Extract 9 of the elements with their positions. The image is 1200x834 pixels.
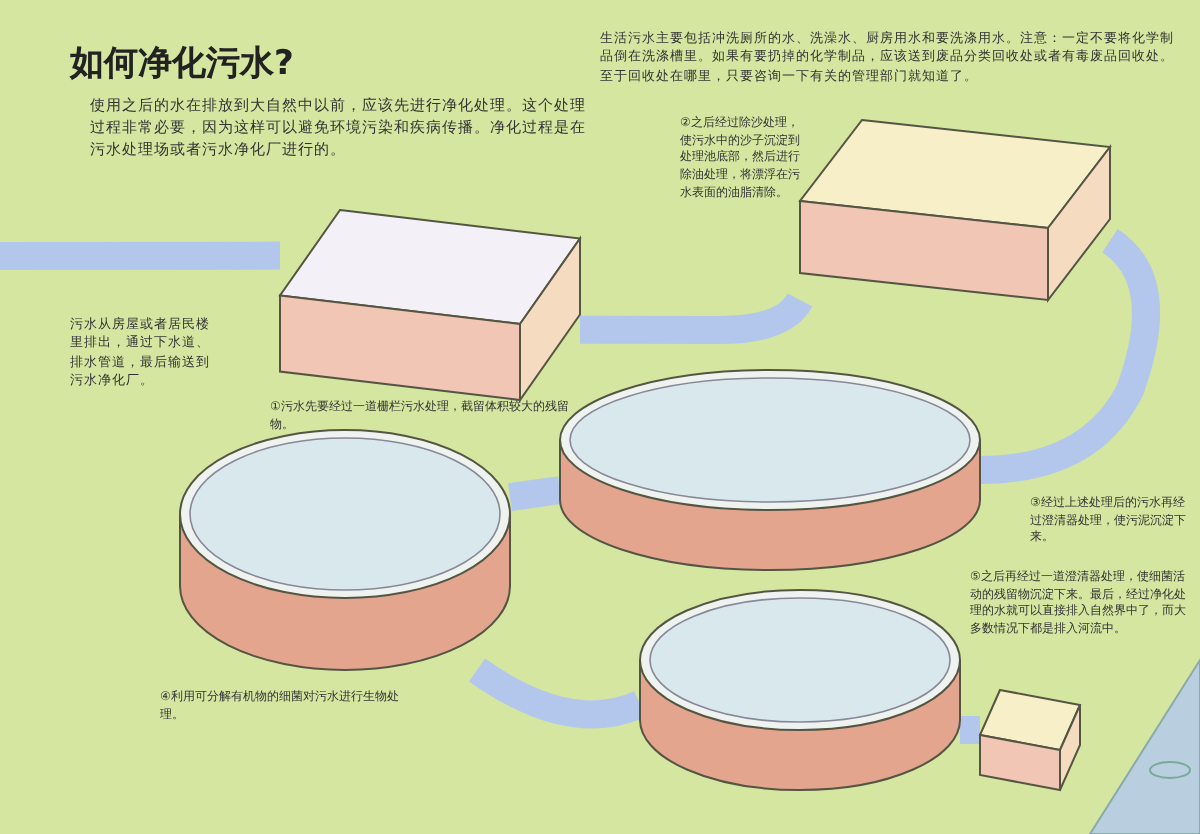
basin-drawing <box>180 430 510 670</box>
pipe <box>508 476 562 512</box>
title: 如何净化污水? <box>70 42 294 86</box>
basin-drawing <box>640 590 960 790</box>
tank-drawing <box>280 210 580 400</box>
pipe <box>960 716 980 744</box>
pipe <box>0 241 280 270</box>
tank-drawing <box>800 120 1110 300</box>
tank-drawing <box>980 690 1080 790</box>
